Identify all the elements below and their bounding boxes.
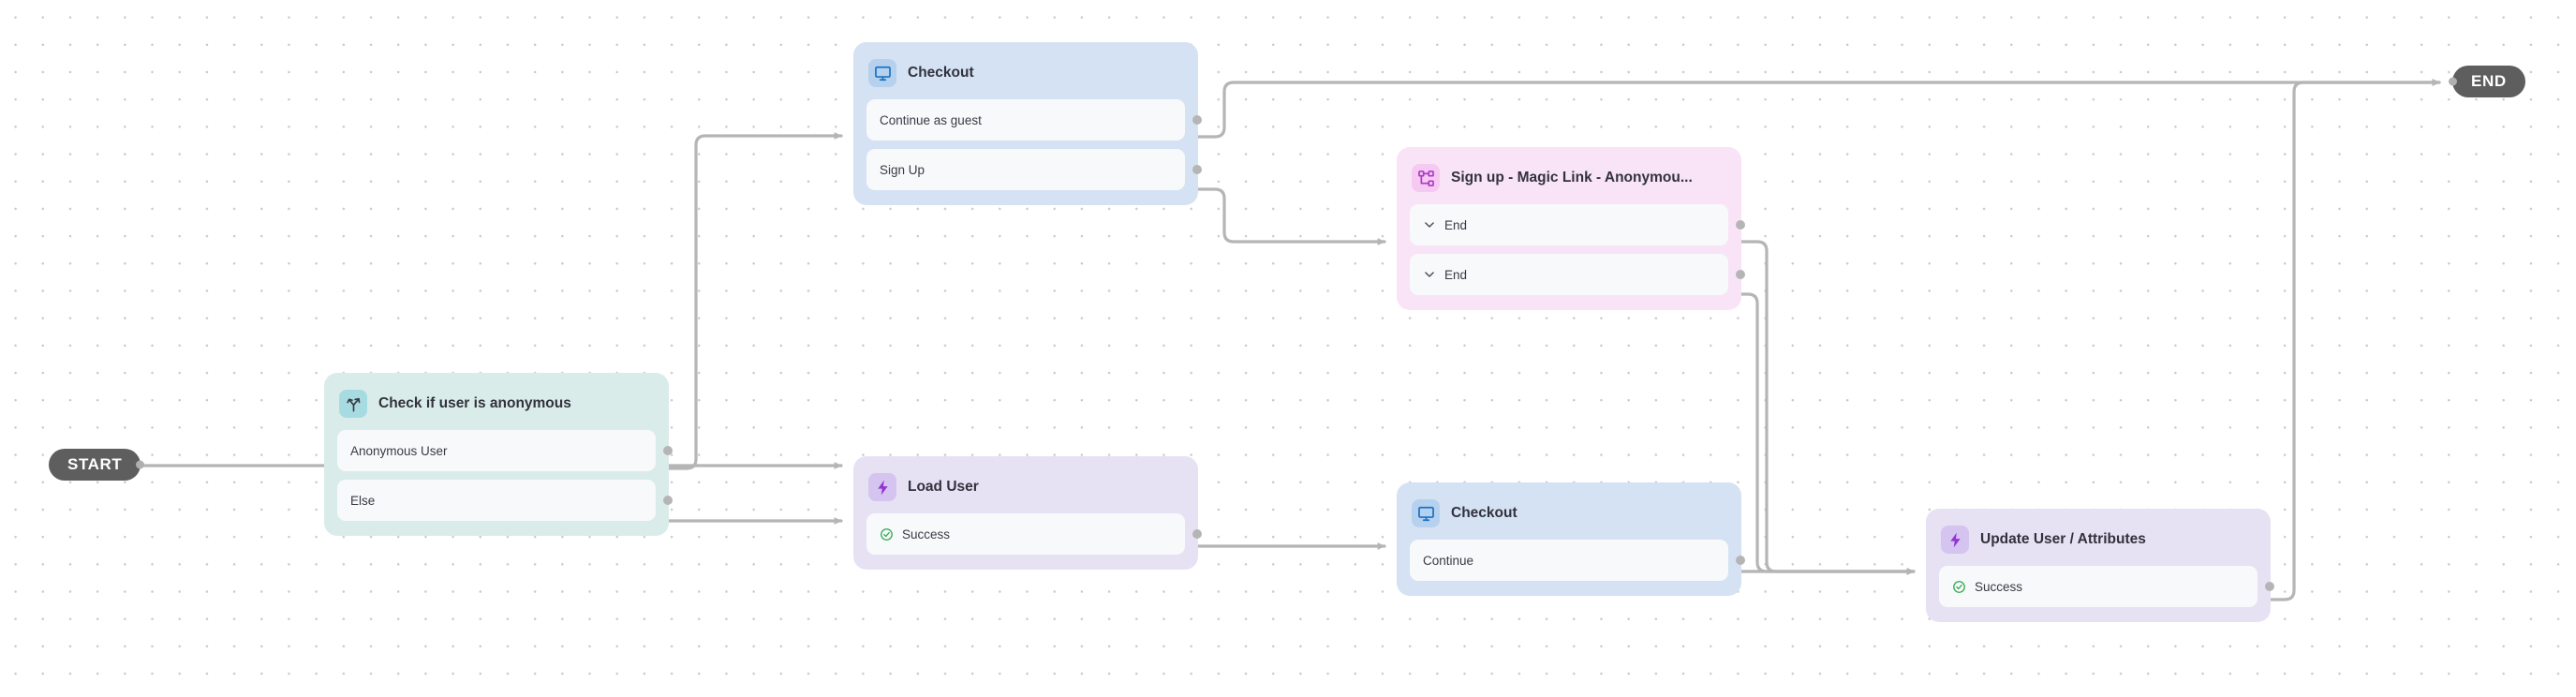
output-port[interactable] [1736, 270, 1745, 279]
check-circle-icon [880, 527, 894, 541]
output-port[interactable] [2265, 582, 2274, 591]
monitor-icon [1412, 499, 1440, 527]
port-label: Success [1975, 579, 2023, 594]
port-row-end-1[interactable]: End [1410, 204, 1745, 245]
port-row-success[interactable]: Success [1939, 566, 2274, 607]
node-header: Checkout [1410, 496, 1728, 540]
port-label: Continue [1423, 553, 1474, 568]
node-title: Checkout [1451, 505, 1517, 521]
node-header: Update User / Attributes [1939, 522, 2258, 566]
edge-update-user-success-to-end [2256, 79, 2441, 601]
port-label: Continue as guest [880, 112, 982, 127]
node-load-user[interactable]: Load User Success [853, 456, 1202, 570]
output-port[interactable] [1736, 556, 1745, 565]
port-row-sign-up[interactable]: Sign Up [866, 149, 1202, 190]
chevron-down-icon[interactable] [1423, 268, 1436, 281]
node-title: Checkout [908, 65, 974, 81]
port-row-success[interactable]: Success [866, 513, 1202, 555]
node-title: Update User / Attributes [1980, 531, 2146, 547]
port-row-anonymous-user[interactable]: Anonymous User [337, 430, 673, 471]
node-title: Check if user is anonymous [378, 395, 571, 411]
node-header: Load User [866, 469, 1185, 513]
output-port[interactable] [1192, 115, 1202, 125]
branch-arrows-icon [339, 390, 367, 418]
port-label: Else [350, 493, 376, 508]
port-label: End [1444, 217, 1468, 232]
bolt-icon [1941, 526, 1969, 554]
output-port[interactable] [1192, 529, 1202, 539]
node-header: Check if user is anonymous [337, 386, 656, 430]
node-check-if-user-is-anonymous[interactable]: Check if user is anonymous Anonymous Use… [324, 373, 673, 536]
port-label: Anonymous User [350, 443, 448, 458]
port-label: Success [902, 526, 951, 541]
start-label: START [67, 455, 123, 473]
port-row-continue[interactable]: Continue [1410, 540, 1745, 581]
end-terminal[interactable]: END [2449, 66, 2525, 97]
output-port[interactable] [1192, 165, 1202, 174]
port-row-continue-as-guest[interactable]: Continue as guest [866, 99, 1202, 141]
node-update-user-attributes[interactable]: Update User / Attributes Success [1926, 509, 2274, 622]
sitemap-icon [1412, 164, 1440, 192]
output-port[interactable] [663, 446, 673, 455]
edge-continue-as-guest-to-end [1183, 79, 2441, 139]
chevron-down-icon[interactable] [1423, 218, 1436, 231]
node-header: Sign up - Magic Link - Anonymou... [1410, 160, 1728, 204]
port-label: Sign Up [880, 162, 925, 177]
output-port[interactable] [1736, 220, 1745, 230]
node-checkout-top[interactable]: Checkout Continue as guest Sign Up [853, 42, 1202, 205]
node-sign-up-magic-link[interactable]: Sign up - Magic Link - Anonymou... End E… [1397, 147, 1754, 322]
start-output-port[interactable] [136, 460, 145, 469]
node-checkout-bottom[interactable]: Checkout Continue [1397, 482, 1745, 596]
edge-magic-link-end2-to-update-user [1726, 292, 1916, 575]
bolt-icon [868, 473, 896, 501]
port-label: End [1444, 267, 1468, 282]
start-terminal[interactable]: START [49, 449, 145, 481]
check-circle-icon [1952, 580, 1966, 594]
node-title: Load User [908, 479, 979, 495]
output-port[interactable] [663, 496, 673, 505]
end-label: END [2471, 72, 2507, 90]
node-title: Sign up - Magic Link - Anonymou... [1451, 170, 1693, 185]
port-row-else[interactable]: Else [337, 480, 673, 521]
edge-magic-link-end1-to-update-user [1726, 240, 1916, 575]
port-row-end-2[interactable]: End [1410, 254, 1745, 295]
end-input-port[interactable] [2449, 77, 2457, 86]
edge-sign-up-to-magic-link [1183, 187, 1386, 245]
node-header: Checkout [866, 55, 1185, 99]
monitor-icon [868, 59, 896, 87]
edge-anonymous-user-to-checkout-top [654, 132, 843, 470]
